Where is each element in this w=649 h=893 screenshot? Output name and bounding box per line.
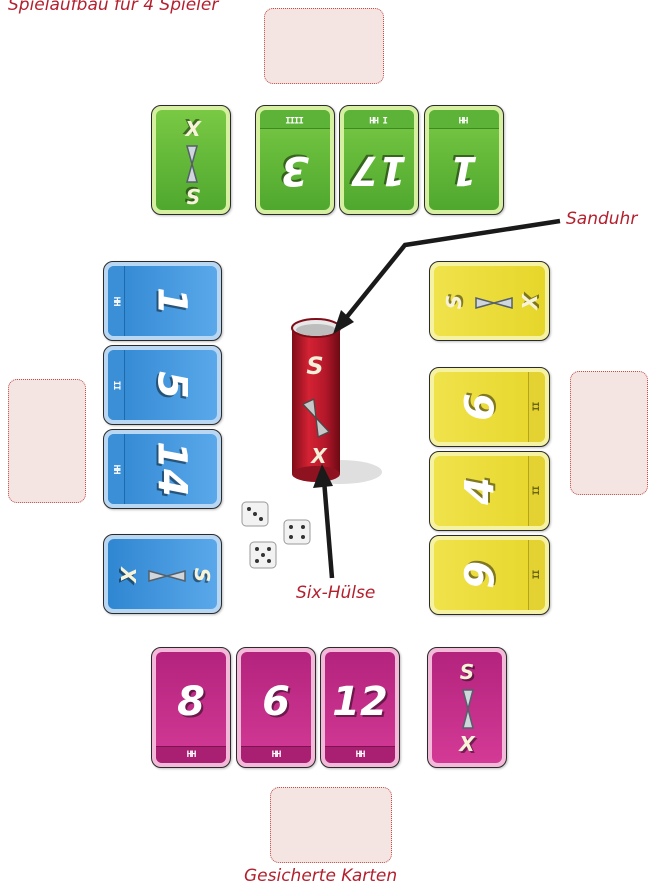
dice-group [242, 502, 310, 568]
die-icon [250, 542, 276, 568]
die-icon [242, 502, 268, 526]
six-huelse-arrow [324, 480, 332, 578]
tube-letter-s: S [303, 352, 327, 382]
die-icon [284, 520, 310, 544]
sanduhr-arrow [346, 221, 560, 318]
tube-letter-x: X [307, 444, 331, 472]
